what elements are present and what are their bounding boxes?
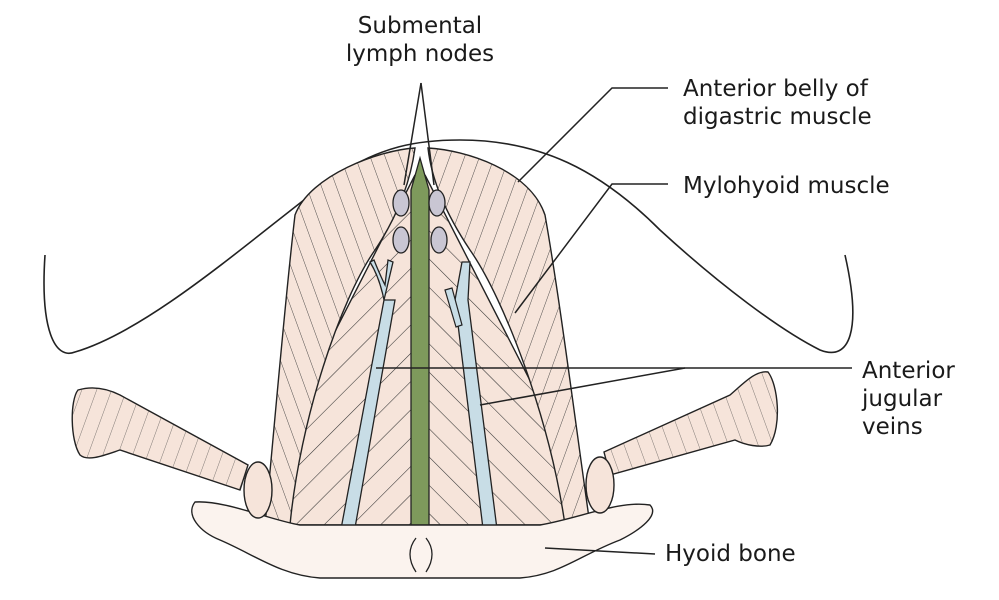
- median-raphe: [410, 155, 430, 526]
- mandible-outline: [43, 139, 854, 355]
- label-anterior-jugular-veins: Anterior jugular veins: [862, 357, 955, 441]
- hyoid-bone: [191, 501, 654, 579]
- hyoid-greater-horn-left: [71, 387, 273, 519]
- label-anterior-belly-digastric: Anterior belly of digastric muscle: [683, 75, 872, 131]
- leader-jugular-right: [479, 367, 686, 406]
- label-jugular-line2: jugular: [862, 386, 943, 412]
- leader-digastric: [517, 87, 668, 183]
- leader-submental-right: [420, 82, 435, 186]
- label-jugular-line3: veins: [862, 414, 923, 440]
- label-digastric-line2: digastric muscle: [683, 104, 872, 130]
- label-hyoid-bone: Hyoid bone: [665, 541, 796, 567]
- label-submental-line1: Submental: [357, 13, 483, 39]
- hyoid-greater-horn-right: [585, 371, 779, 514]
- label-submental-lymph-nodes: Submental lymph nodes: [330, 12, 510, 68]
- leader-lines: [376, 82, 852, 555]
- label-mylohyoid-muscle: Mylohyoid muscle: [683, 173, 890, 199]
- leader-submental-left: [403, 82, 422, 186]
- label-jugular-line1: Anterior: [862, 358, 955, 384]
- label-digastric-line1: Anterior belly of: [683, 76, 868, 102]
- label-submental-line2: lymph nodes: [345, 41, 495, 67]
- leader-mylohyoid: [514, 183, 668, 314]
- submental-lymph-nodes: [392, 189, 448, 254]
- leader-hyoid: [544, 547, 656, 555]
